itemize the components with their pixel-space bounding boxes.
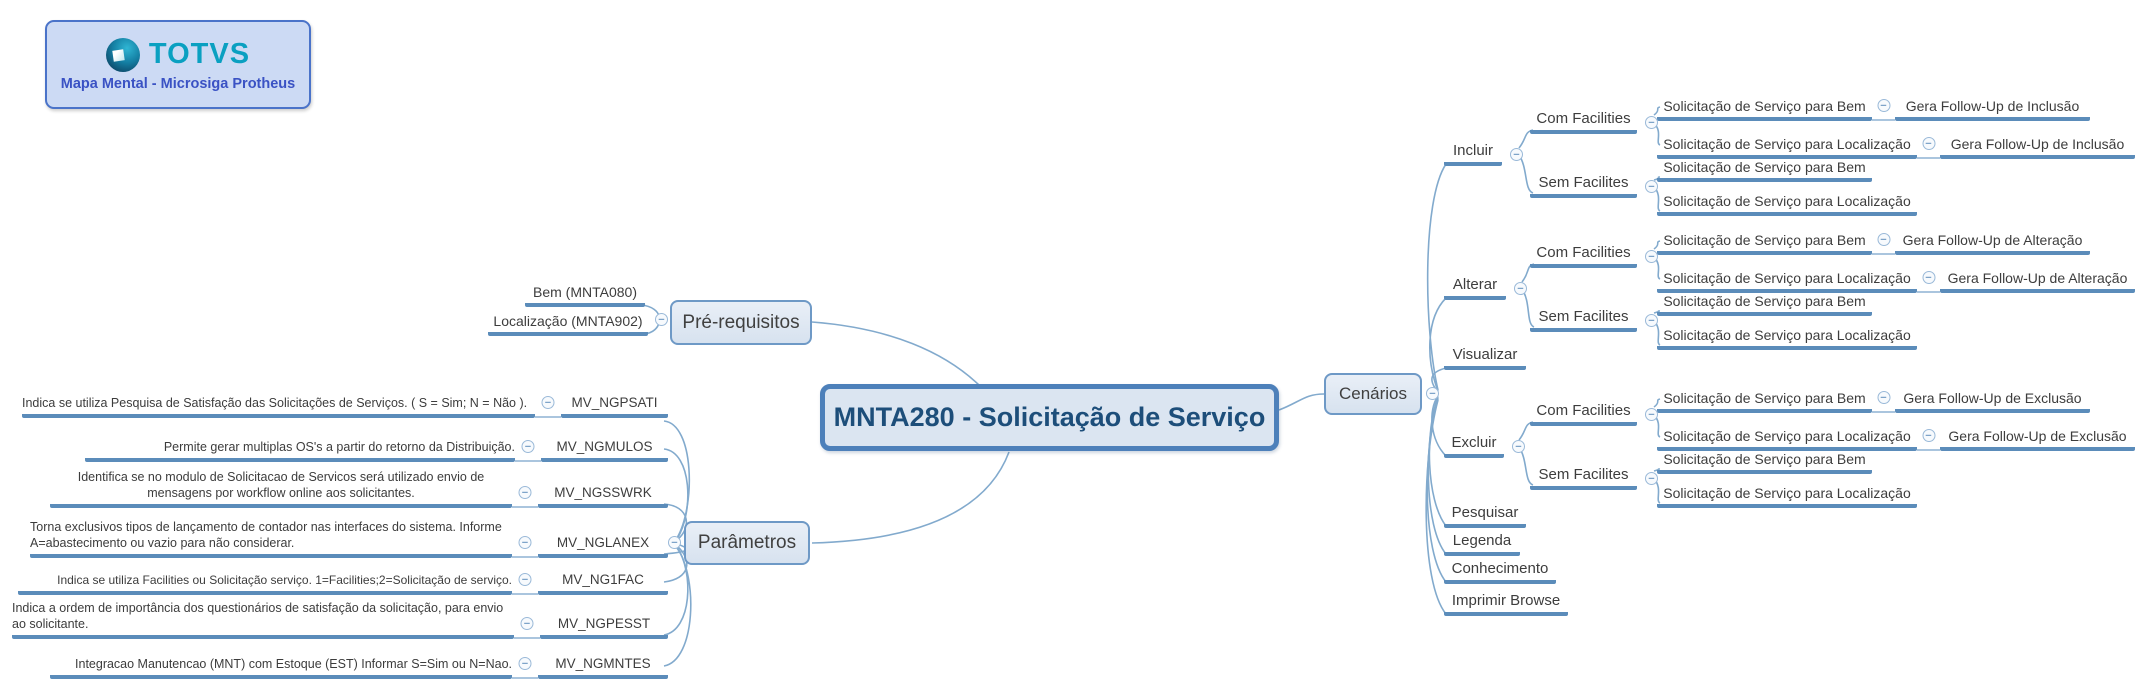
collapse-icon[interactable]: − xyxy=(1645,314,1658,327)
topic-ss-localizacao[interactable]: Solicitação de Serviço para Localização xyxy=(1657,327,1917,350)
topic-com-facilities[interactable]: Com Facilities xyxy=(1530,111,1637,134)
topic-param-code[interactable]: MV_NGPESST xyxy=(540,616,668,639)
brand-name: TOTVS xyxy=(148,38,251,70)
collapse-icon[interactable]: − xyxy=(512,647,538,679)
topic-parametros[interactable]: Parâmetros xyxy=(684,521,810,565)
collapse-icon[interactable]: − xyxy=(1917,261,1940,293)
collapse-icon[interactable]: − xyxy=(515,430,541,462)
topic-visualizar[interactable]: Visualizar xyxy=(1444,347,1526,370)
topic-ss-bem[interactable]: Solicitação de Serviço para Bem xyxy=(1657,232,1872,255)
topic-ss-localizacao[interactable]: Solicitação de Serviço para Localização xyxy=(1657,428,1917,451)
topic-param-code[interactable]: MV_NGPSATI xyxy=(561,395,668,418)
topic-param-code[interactable]: MV_NGLANEX xyxy=(538,535,668,558)
topic-param-desc[interactable]: Integracao Manutencao (MNT) com Estoque … xyxy=(50,656,512,679)
collapse-icon[interactable]: − xyxy=(1645,180,1658,193)
topic-com-facilities[interactable]: Com Facilities xyxy=(1530,403,1637,426)
collapse-icon[interactable]: − xyxy=(668,536,681,549)
logo-subtitle: Mapa Mental - Microsiga Protheus xyxy=(60,75,296,92)
topic-ss-localizacao[interactable]: Solicitação de Serviço para Localização xyxy=(1657,485,1917,508)
topic-ss-bem[interactable]: Solicitação de Serviço para Bem xyxy=(1657,451,1872,474)
topic-alterar[interactable]: Alterar xyxy=(1444,277,1506,300)
collapse-icon[interactable]: − xyxy=(1872,381,1895,413)
collapse-icon[interactable]: − xyxy=(1512,440,1525,453)
topic-ss-bem[interactable]: Solicitação de Serviço para Bem xyxy=(1657,159,1872,182)
collapse-icon[interactable]: − xyxy=(1645,250,1658,263)
topic-ss-bem[interactable]: Solicitação de Serviço para Bem xyxy=(1657,293,1872,316)
collapse-icon[interactable]: − xyxy=(1510,148,1523,161)
topic-ss-bem[interactable]: Solicitação de Serviço para Bem xyxy=(1657,390,1872,413)
topic-com-facilities[interactable]: Com Facilities xyxy=(1530,245,1637,268)
topic-ss-localizacao[interactable]: Solicitação de Serviço para Localização xyxy=(1657,270,1917,293)
topic-param-code[interactable]: MV_NGMNTES xyxy=(538,656,668,679)
collapse-icon[interactable]: − xyxy=(1645,116,1658,129)
topic-prerequisitos[interactable]: Pré-requisitos xyxy=(670,300,812,345)
collapse-icon[interactable]: − xyxy=(1872,223,1895,255)
collapse-icon[interactable]: − xyxy=(1645,472,1658,485)
topic-bem-mnta080[interactable]: Bem (MNTA080) xyxy=(525,284,645,307)
logo-box: TOTVS Mapa Mental - Microsiga Protheus xyxy=(45,20,311,109)
topic-param-desc[interactable]: Torna exclusivos tipos de lançamento de … xyxy=(30,519,512,558)
collapse-icon[interactable]: − xyxy=(512,526,538,558)
collapse-icon[interactable]: − xyxy=(1872,89,1895,121)
topic-followup[interactable]: Gera Follow-Up de Alteração xyxy=(1895,232,2090,255)
topic-ss-localizacao[interactable]: Solicitação de Serviço para Localização xyxy=(1657,136,1917,159)
topic-param-desc[interactable]: Indica a ordem de importância dos questi… xyxy=(12,600,514,639)
collapse-icon[interactable]: − xyxy=(1426,387,1439,400)
topic-followup[interactable]: Gera Follow-Up de Exclusão xyxy=(1940,428,2135,451)
topic-conhecimento[interactable]: Conhecimento xyxy=(1444,561,1556,584)
topic-param-desc[interactable]: Permite gerar multiplas OS's a partir do… xyxy=(85,439,515,462)
totvs-sphere-icon xyxy=(105,37,140,72)
topic-legenda[interactable]: Legenda xyxy=(1444,533,1520,556)
topic-followup[interactable]: Gera Follow-Up de Exclusão xyxy=(1895,390,2090,413)
topic-followup[interactable]: Gera Follow-Up de Inclusão xyxy=(1895,98,2090,121)
topic-localizacao-mnta902[interactable]: Localização (MNTA902) xyxy=(488,313,648,336)
topic-cenarios[interactable]: Cenários xyxy=(1324,373,1422,415)
topic-sem-facilites[interactable]: Sem Facilites xyxy=(1530,467,1637,490)
collapse-icon[interactable]: − xyxy=(1917,419,1940,451)
collapse-icon[interactable]: − xyxy=(1645,408,1658,421)
topic-sem-facilites[interactable]: Sem Facilites xyxy=(1530,309,1637,332)
topic-sem-facilites[interactable]: Sem Facilites xyxy=(1530,175,1637,198)
collapse-icon[interactable]: − xyxy=(535,386,561,418)
collapse-icon[interactable]: − xyxy=(655,313,668,326)
topic-incluir[interactable]: Incluir xyxy=(1444,143,1502,166)
topic-pesquisar[interactable]: Pesquisar xyxy=(1444,505,1526,528)
topic-followup[interactable]: Gera Follow-Up de Inclusão xyxy=(1940,136,2135,159)
topic-followup[interactable]: Gera Follow-Up de Alteração xyxy=(1940,270,2135,293)
collapse-icon[interactable]: − xyxy=(512,563,538,595)
topic-param-code[interactable]: MV_NGSSWRK xyxy=(538,485,668,508)
topic-excluir[interactable]: Excluir xyxy=(1444,435,1504,458)
topic-ss-localizacao[interactable]: Solicitação de Serviço para Localização xyxy=(1657,193,1917,216)
topic-param-code[interactable]: MV_NG1FAC xyxy=(538,572,668,595)
topic-param-desc[interactable]: Indica se utiliza Pesquisa de Satisfação… xyxy=(22,395,535,418)
topic-imprimir-browse[interactable]: Imprimir Browse xyxy=(1444,593,1568,616)
topic-param-code[interactable]: MV_NGMULOS xyxy=(541,439,668,462)
collapse-icon[interactable]: − xyxy=(1514,282,1527,295)
collapse-icon[interactable]: − xyxy=(512,476,538,508)
collapse-icon[interactable]: − xyxy=(514,607,540,639)
collapse-icon[interactable]: − xyxy=(1917,127,1940,159)
topic-param-desc[interactable]: Indica se utiliza Facilities ou Solicita… xyxy=(18,572,512,595)
topic-ss-bem[interactable]: Solicitação de Serviço para Bem xyxy=(1657,98,1872,121)
topic-param-desc[interactable]: Identifica se no modulo de Solicitacao d… xyxy=(50,469,512,508)
topic-root[interactable]: MNTA280 - Solicitação de Serviço xyxy=(820,384,1279,451)
